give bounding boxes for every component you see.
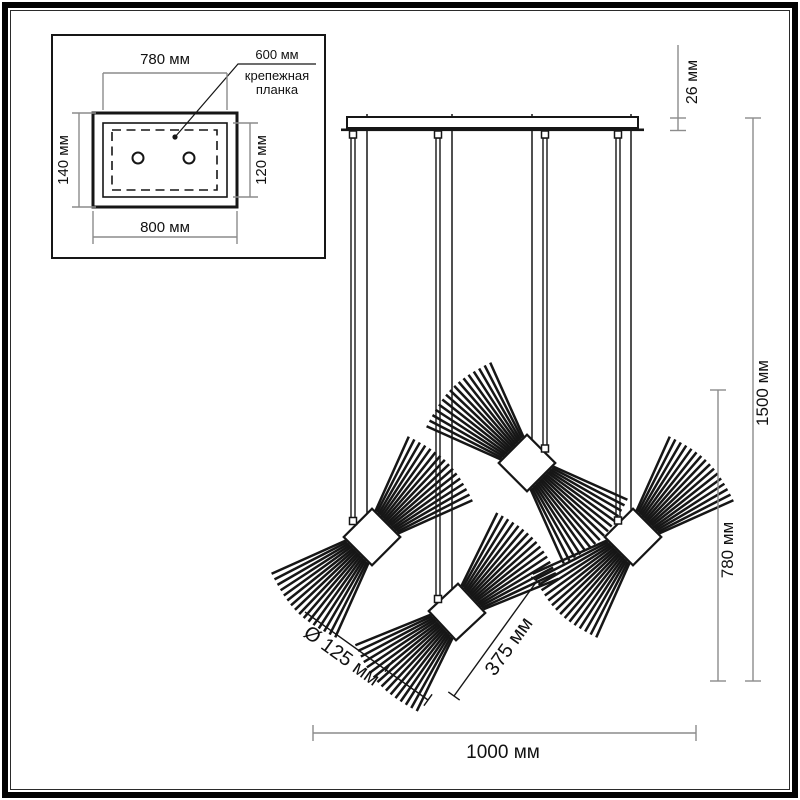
dim-canopy-height-label: 26 мм: [684, 60, 701, 104]
canopy-flange: [341, 128, 644, 132]
callout-value: 600 мм: [255, 47, 298, 62]
shade-band: [603, 507, 663, 567]
dim-shade-diameter-label: Ø 125 мм: [299, 622, 383, 691]
inset-dim-top: 780 мм: [102, 51, 228, 110]
plate-inner-outline: [102, 122, 228, 198]
shade-bead-1: [348, 516, 358, 526]
inset-dim-bottom-label: 800 мм: [140, 219, 190, 236]
inset-dim-left-label: 140 мм: [55, 135, 72, 185]
rod-4: [615, 137, 621, 519]
mounting-bar-callout: 600 мм крепежная планка: [172, 47, 316, 140]
rod-2: [435, 137, 441, 597]
inset-dim-right: 120 мм: [233, 122, 270, 198]
canopy-bead-3: [540, 130, 550, 139]
mounting-hole-right: [182, 151, 196, 165]
shade-bead-3: [540, 444, 550, 453]
leader-line: [174, 63, 316, 138]
shade-left: [271, 436, 473, 638]
dim-canopy-height: 26 мм: [670, 45, 701, 132]
shade-bead-4: [613, 516, 623, 525]
canopy-bead-4: [613, 130, 623, 139]
mounting-bar-dashed-outline: [111, 129, 218, 191]
shade-band: [342, 507, 402, 567]
dim-canopy-width: 1000 мм: [312, 725, 697, 763]
inset-dim-bottom: 800 мм: [92, 211, 238, 244]
shade-bottom-center: [354, 512, 560, 712]
rod-3: [542, 137, 548, 447]
shade-right: [532, 436, 734, 638]
shade-band: [427, 582, 487, 642]
mounting-hole-left: [131, 151, 145, 165]
fixture-drawing: 26 мм 1500 мм 780 мм Ø 125 мм: [271, 45, 772, 763]
inset-dim-right-label: 120 мм: [253, 135, 270, 185]
dim-lower-drop: 780 мм: [710, 389, 737, 682]
rod-1: [350, 137, 356, 519]
inset-dim-top-label: 780 мм: [140, 51, 190, 68]
plate-outline: [91, 111, 239, 209]
dim-total-drop: 1500 мм: [745, 117, 772, 682]
dim-total-drop-label: 1500 мм: [753, 360, 772, 426]
canopy-bead-2: [433, 130, 443, 139]
callout-label-line1: крепежная: [245, 68, 309, 83]
callout-label-line2: планка: [256, 82, 299, 97]
dim-canopy-width-label: 1000 мм: [466, 742, 540, 763]
mounting-plate-inset: 600 мм крепежная планка 780 мм 800 мм 14…: [51, 34, 326, 259]
inset-dim-left: 140 мм: [55, 112, 96, 208]
inset-frame: [51, 34, 326, 259]
canopy-bead-1: [348, 130, 358, 139]
shade-bead-2: [433, 594, 443, 604]
ceiling-canopy-bar: [346, 116, 639, 129]
dim-lower-drop-label: 780 мм: [718, 522, 737, 578]
